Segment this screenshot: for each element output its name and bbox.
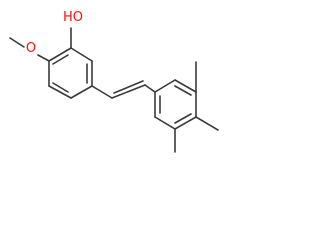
- ether-oxygen-label: O: [26, 41, 36, 56]
- double-bond-inner: [52, 82, 69, 93]
- bond: [154, 79, 176, 93]
- double-bond-inner: [52, 54, 69, 65]
- double-bond-inner: [113, 80, 144, 94]
- left-benzene-ring: [48, 47, 93, 99]
- ether-bond: [37, 54, 50, 62]
- hydroxyl-label: HO: [63, 10, 83, 25]
- bond: [154, 116, 176, 130]
- chemical-structure: HO O: [9, 10, 219, 153]
- bond: [144, 84, 156, 93]
- bond: [48, 85, 72, 99]
- bond: [70, 85, 93, 99]
- double-bond-inner: [174, 85, 192, 96]
- bond: [174, 116, 197, 130]
- methyl-bond-right: [195, 116, 219, 131]
- right-benzene-ring: [154, 79, 197, 130]
- bond: [48, 47, 72, 62]
- bond: [70, 47, 93, 62]
- bond: [111, 84, 146, 99]
- bond: [91, 85, 113, 99]
- vinyl-linker: [91, 80, 156, 99]
- double-bond-inner: [174, 113, 192, 124]
- methyl-bond: [9, 37, 25, 48]
- bond: [174, 79, 197, 93]
